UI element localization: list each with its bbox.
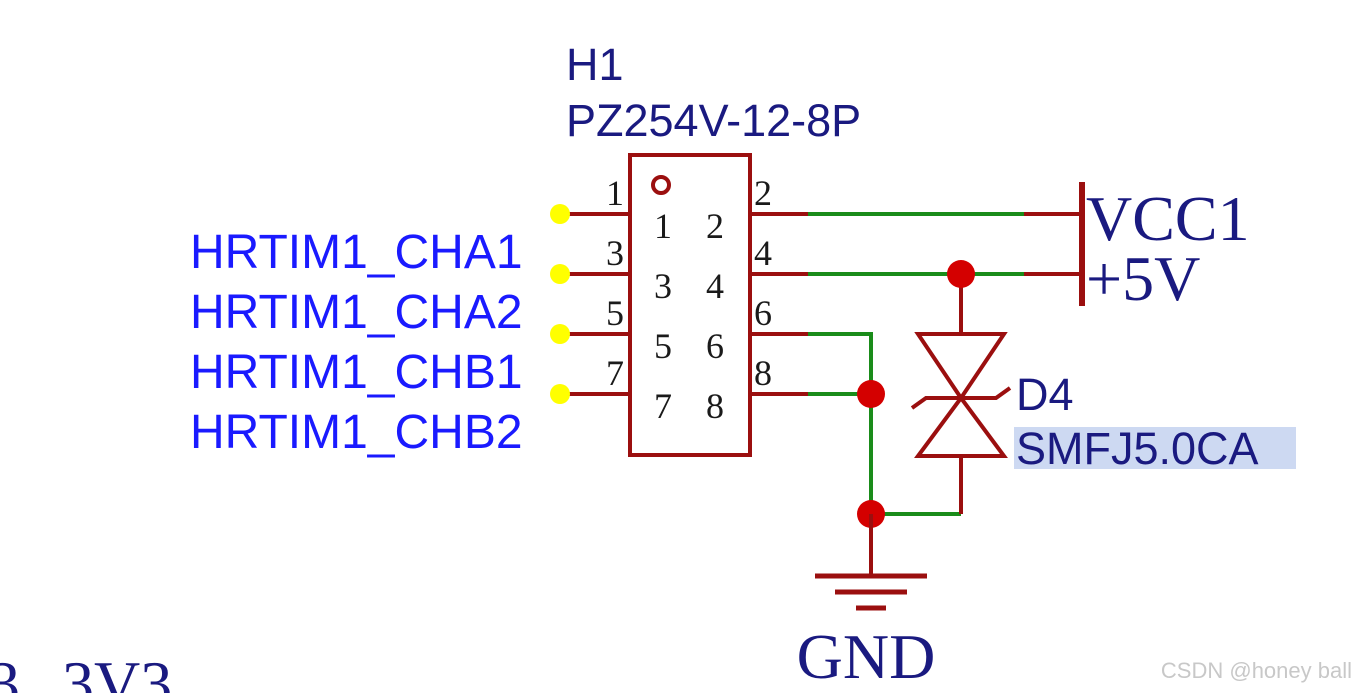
outer-pin-2: 2 [754,173,772,213]
pin1-marker [651,175,671,195]
port-dot-cha2 [550,264,570,284]
port-dot-cha1 [550,204,570,224]
outer-pin-3: 3 [606,233,624,273]
diode-part-highlight [1014,427,1296,469]
outer-pin-7: 7 [606,353,624,393]
fragment-3v3-label: 3V3 [62,648,172,693]
inner-pin-4: 4 [706,266,724,306]
inner-pin-1: 1 [654,206,672,246]
gnd-net-label: GND [797,621,936,692]
inner-pin-7: 7 [654,386,672,426]
junction-pin8 [857,380,885,408]
outer-pin-8: 8 [754,353,772,393]
outer-pin-6: 6 [754,293,772,333]
inner-pin-5: 5 [654,326,672,366]
inner-pin-2: 2 [706,206,724,246]
connector-part-number: PZ254V-12-8P [566,95,861,146]
vcc-net-name: VCC1 [1086,183,1250,254]
net-label-hrtim1-chb1[interactable]: HRTIM1_CHB1 [190,346,523,399]
diode-lower-triangle[interactable] [914,394,1008,458]
fragment-left-text: 3 [0,648,20,693]
diode-part-number: SMFJ5.0CA [1016,423,1259,474]
outer-pin-1: 1 [606,173,624,213]
inner-pin-8: 8 [706,386,724,426]
connector-body[interactable] [628,153,752,457]
diode-designator: D4 [1016,369,1074,420]
diode-upper-triangle[interactable] [914,332,1008,402]
port-dot-chb2 [550,384,570,404]
inner-pin-6: 6 [706,326,724,366]
watermark-text: CSDN @honey ball [1161,658,1352,683]
net-label-hrtim1-cha1[interactable]: HRTIM1_CHA1 [190,226,523,279]
diode-zener-bar [910,386,1012,410]
connector-designator: H1 [566,39,624,90]
net-label-hrtim1-chb2[interactable]: HRTIM1_CHB2 [190,406,523,459]
outer-pin-5: 5 [606,293,624,333]
wire-pin6-gnd[interactable] [808,332,873,514]
outer-pin-4: 4 [754,233,772,273]
net-label-hrtim1-cha2[interactable]: HRTIM1_CHA2 [190,286,523,339]
inner-pin-3: 3 [654,266,672,306]
vcc-net-value: +5V [1086,243,1200,314]
junction-vcc [947,260,975,288]
port-dot-chb1 [550,324,570,344]
